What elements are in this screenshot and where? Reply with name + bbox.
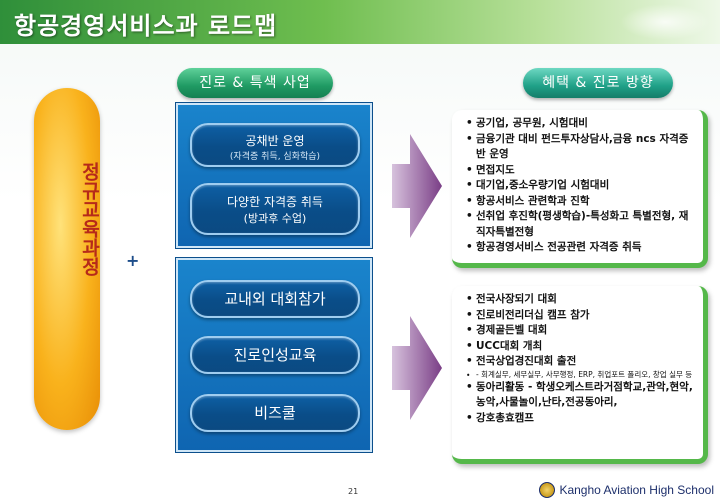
- program-button-bizcool[interactable]: 비즈쿨: [190, 394, 360, 432]
- list-item: 강호총효캠프: [466, 411, 695, 427]
- program-button-hiring-class[interactable]: 공채반 운영 (자격증 취득, 심화학습): [190, 123, 360, 167]
- list-item: 선취업 후진학(평생학습)-특성화고 특별전형, 재직자특별전형: [466, 209, 695, 240]
- school-emblem-icon: [539, 482, 556, 498]
- school-footer: Kangho Aviation High School: [539, 482, 714, 498]
- benefits-list-top: 공기업, 공무원, 시험대비 금융기관 대비 펀드투자상담사,금융 ncs 자격…: [466, 116, 695, 256]
- list-item: 대기업,중소우량기업 시험대비: [466, 178, 695, 194]
- list-item: 면접지도: [466, 163, 695, 179]
- page-number: 21: [348, 487, 359, 496]
- list-item: - 회계실무, 세무실무, 사무행정, ERP, 취업포트 폴리오, 창업 실무…: [466, 370, 695, 381]
- chevron-right-icon: [392, 134, 442, 238]
- career-programs-header: 진로 & 특색 사업: [177, 68, 333, 98]
- program-button-sublabel: (자격증 취득, 심화학습): [229, 152, 321, 162]
- list-item: 항공경영서비스 전공관련 자격증 취득: [466, 240, 695, 256]
- regular-curriculum-label: 정규교육과정: [78, 162, 101, 276]
- page-title: 항공경영서비스과 로드맵: [14, 12, 278, 40]
- programs-panel-top: 공채반 운영 (자격증 취득, 심화학습) 다양한 자격증 취득 (방과후 수업…: [176, 103, 372, 248]
- list-item: 동아리활동 - 학생오케스트라거점학교,관악,현악,농악,사물놀이,난타,전공동…: [466, 380, 695, 411]
- list-item: 전국상업경진대회 출전: [466, 354, 695, 370]
- list-item: 금융기관 대비 펀드투자상담사,금융 ncs 자격증 반 운영: [466, 132, 695, 163]
- regular-curriculum-oval: 정규교육과정: [34, 88, 101, 430]
- list-item: 경제골든벨 대회: [466, 323, 695, 339]
- program-button-sublabel: (방과후 수업): [243, 212, 307, 225]
- benefits-header: 혜택 & 진로 방향: [523, 68, 673, 98]
- programs-panel-bottom: 교내외 대회참가 진로인성교육 비즈쿨: [176, 258, 372, 452]
- list-item: UCC대회 개최: [466, 339, 695, 355]
- benefits-box-bottom: 전국사장되기 대회 진로비전리더십 캠프 참가 경제골든벨 대회 UCC대회 개…: [452, 286, 708, 464]
- decorative-glow: [620, 4, 710, 40]
- program-button-career-education[interactable]: 진로인성교육: [190, 336, 360, 374]
- school-name: Kangho Aviation High School: [559, 483, 714, 497]
- program-button-certifications[interactable]: 다양한 자격증 취득 (방과후 수업): [190, 183, 360, 235]
- benefits-list-bottom: 전국사장되기 대회 진로비전리더십 캠프 참가 경제골든벨 대회 UCC대회 개…: [466, 292, 695, 427]
- program-button-label: 공채반 운영: [245, 134, 305, 148]
- plus-sign: +: [126, 251, 140, 270]
- program-button-competitions[interactable]: 교내외 대회참가: [190, 280, 360, 318]
- title-bar: 항공경영서비스과 로드맵: [0, 0, 720, 44]
- list-item: 진로비전리더십 캠프 참가: [466, 308, 695, 324]
- list-item: 전국사장되기 대회: [466, 292, 695, 308]
- list-item: 항공서비스 관련학과 진학: [466, 194, 695, 210]
- program-button-label: 다양한 자격증 취득: [227, 195, 323, 209]
- list-item: 공기업, 공무원, 시험대비: [466, 116, 695, 132]
- chevron-right-icon: [392, 316, 442, 420]
- benefits-box-top: 공기업, 공무원, 시험대비 금융기관 대비 펀드투자상담사,금융 ncs 자격…: [452, 110, 708, 268]
